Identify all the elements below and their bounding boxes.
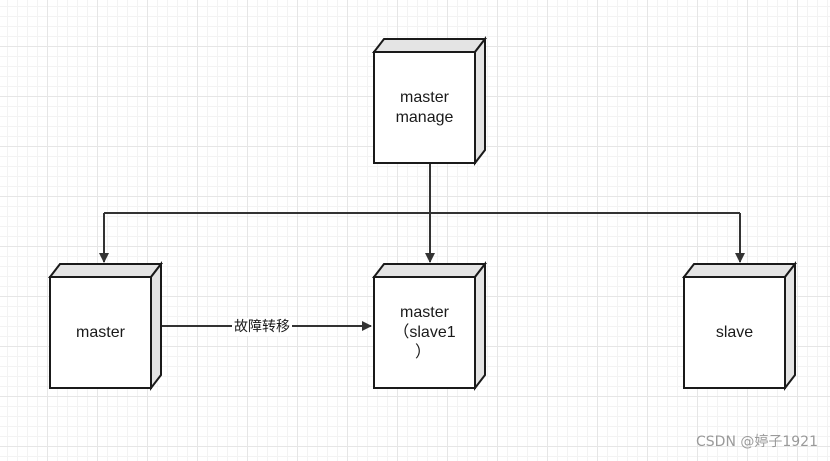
node-master-manage-line2: manage bbox=[395, 108, 454, 126]
node-slave-box bbox=[681, 261, 798, 391]
node-master-slave1-label: master （slave1 ） bbox=[374, 277, 475, 388]
node-slave-label: slave bbox=[684, 277, 785, 388]
failover-edge-label: 故障转移 bbox=[232, 318, 292, 336]
csdn-watermark: CSDN @婷子1921 bbox=[696, 434, 818, 450]
node-master-manage-box bbox=[371, 36, 488, 166]
node-master-slave1-line1: master bbox=[400, 303, 449, 321]
node-master-manage-line1: master bbox=[400, 88, 449, 106]
node-master-slave1-box bbox=[371, 261, 488, 391]
node-master-slave1-line2: （slave1 bbox=[393, 323, 456, 341]
node-master-box bbox=[47, 261, 164, 391]
node-master-text: master bbox=[76, 323, 125, 341]
node-master-manage-label: master manage bbox=[374, 52, 475, 163]
node-master-slave1-line3: ） bbox=[415, 343, 432, 361]
node-master-label: master bbox=[50, 277, 151, 388]
node-slave-text: slave bbox=[715, 323, 754, 341]
